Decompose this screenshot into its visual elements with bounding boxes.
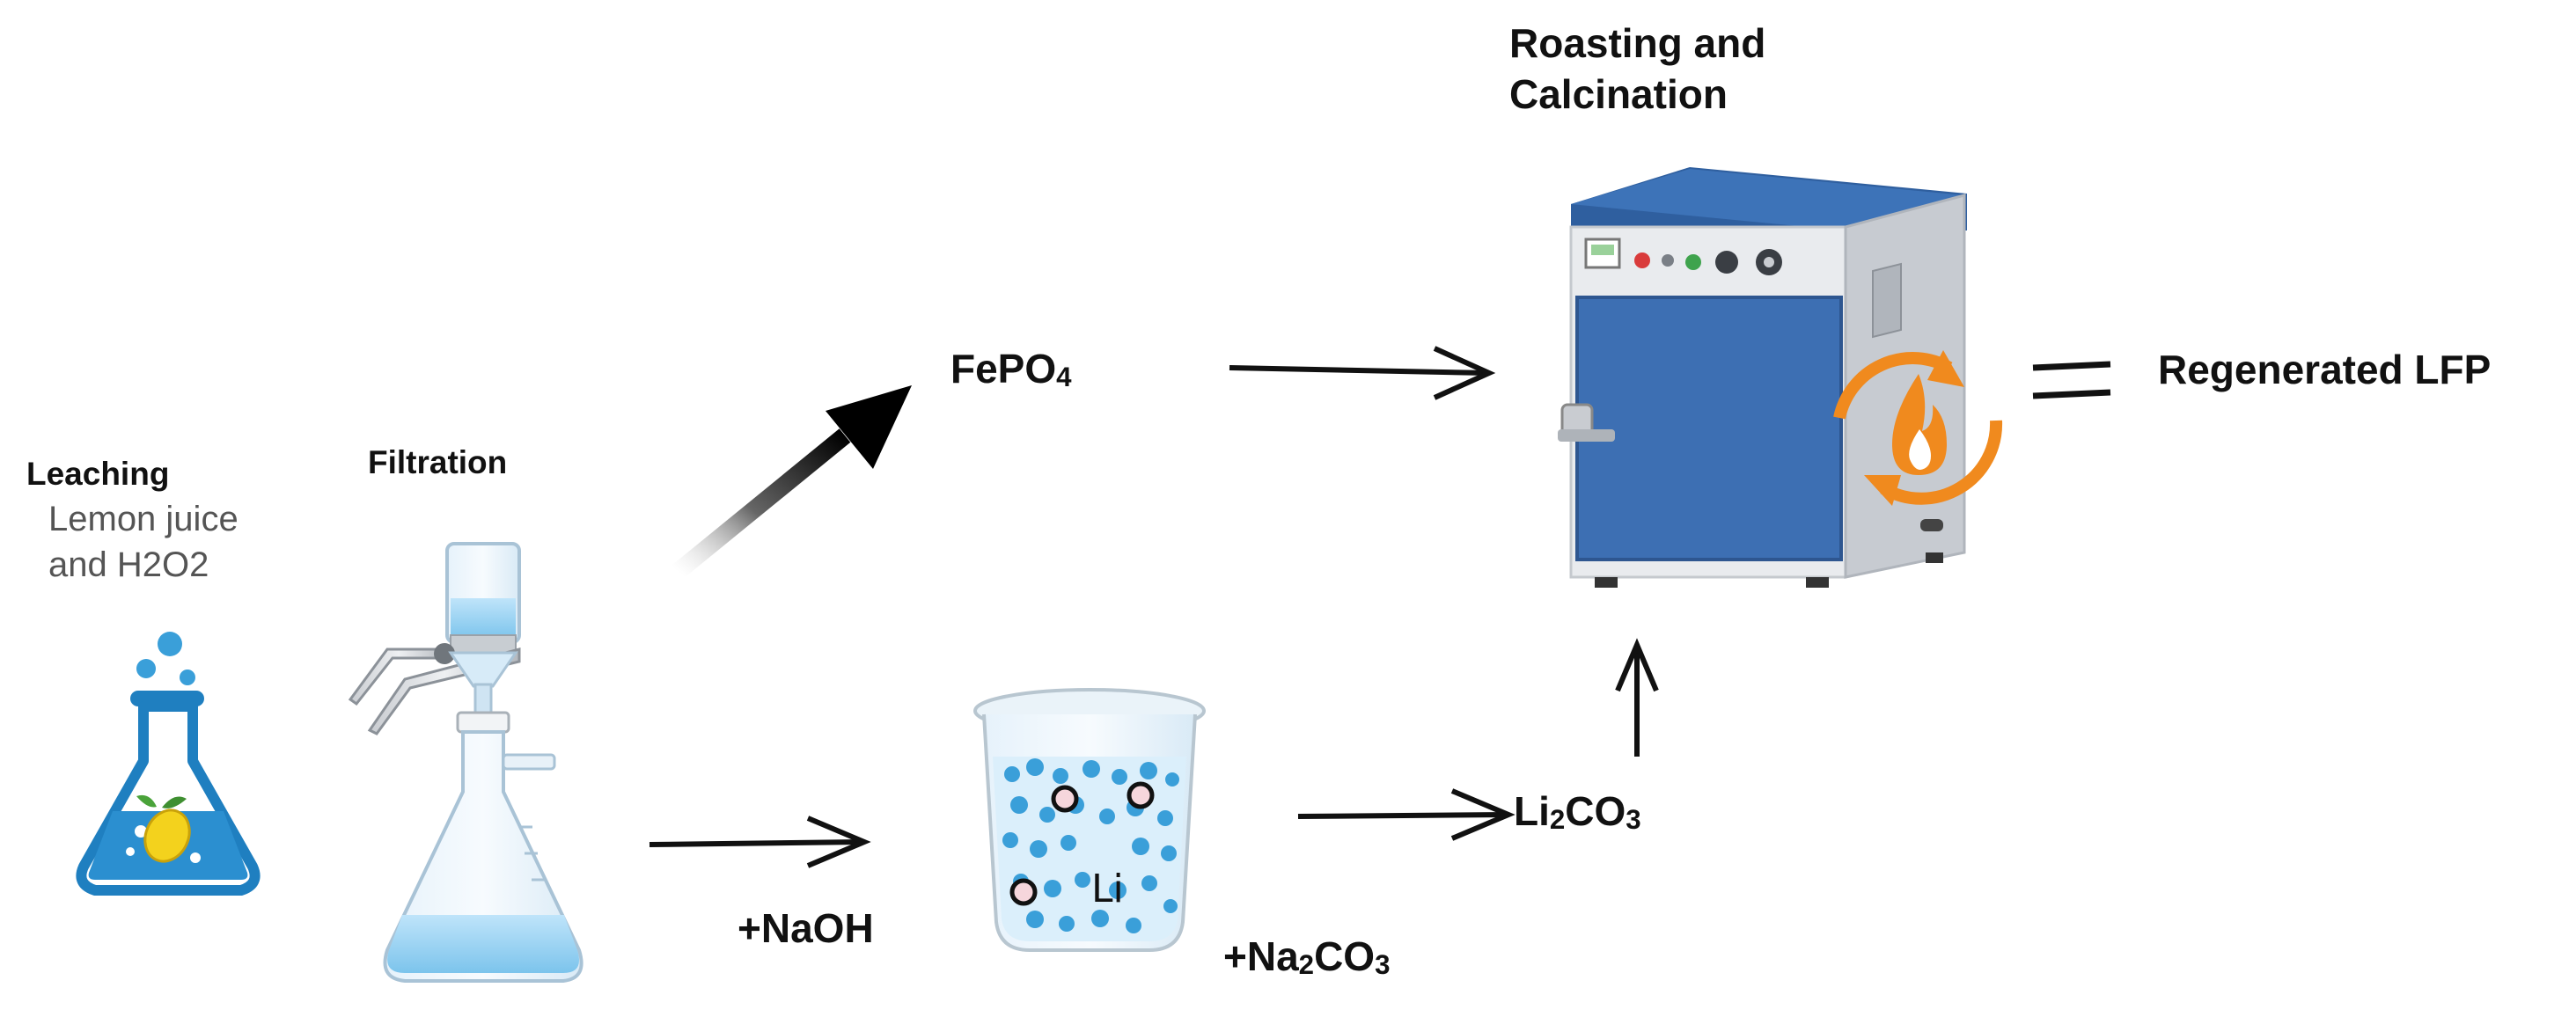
na2co3-part-a: +Na xyxy=(1223,933,1299,979)
flame-icon xyxy=(1892,374,1947,475)
arrow-beaker-to-li2co3 xyxy=(1297,788,1516,841)
na2co3-label: +Na2CO3 xyxy=(1223,933,1390,980)
leaching-label: Leaching xyxy=(26,456,170,492)
beaker-icon xyxy=(973,688,1206,952)
li2co3-label: Li2CO3 xyxy=(1514,787,1641,835)
circular-arrows-icon xyxy=(1833,350,2003,506)
roasting-title-line2: Calcination xyxy=(1509,71,1728,117)
equals-sign xyxy=(2032,361,2111,399)
arrow-fepo4-to-furnace xyxy=(1229,346,1496,400)
fepo4-main: FePO xyxy=(950,346,1057,391)
muffle-furnace-icon xyxy=(1558,167,1967,588)
beaker-li-label: Li xyxy=(1091,867,1124,911)
arrow-to-fepo4 xyxy=(672,385,912,579)
regenerated-lfp-label: Regenerated LFP xyxy=(2158,347,2492,392)
fepo4-sub: 4 xyxy=(1056,361,1072,392)
li2co3-part-a: Li xyxy=(1514,788,1550,834)
arrow-filtration-to-beaker xyxy=(649,816,871,868)
li2co3-sub-2: 2 xyxy=(1549,803,1566,835)
na2co3-sub-2: 2 xyxy=(1298,948,1315,980)
lemon-icon xyxy=(136,794,191,863)
filtration-label: Filtration xyxy=(368,444,508,480)
vacuum-filtration-apparatus-icon xyxy=(348,542,583,983)
leaching-agent-line1: Lemon juice xyxy=(48,500,239,538)
beaker-particles xyxy=(1002,758,1179,933)
li2co3-part-c: CO xyxy=(1565,788,1626,834)
fepo4-label: FePO4 xyxy=(950,345,1072,392)
roasting-title-line1: Roasting and xyxy=(1509,20,1766,66)
li2co3-sub-3: 3 xyxy=(1626,803,1641,835)
arrow-li2co3-to-furnace xyxy=(1615,638,1659,757)
naoh-label: +NaOH xyxy=(738,905,874,951)
na2co3-part-c: CO xyxy=(1314,933,1376,979)
erlenmeyer-flask-icon xyxy=(76,632,261,896)
leaching-agent-line2: and H2O2 xyxy=(48,545,209,584)
lithium-ion-markers xyxy=(1009,781,1155,906)
na2co3-sub-3: 3 xyxy=(1375,948,1391,980)
